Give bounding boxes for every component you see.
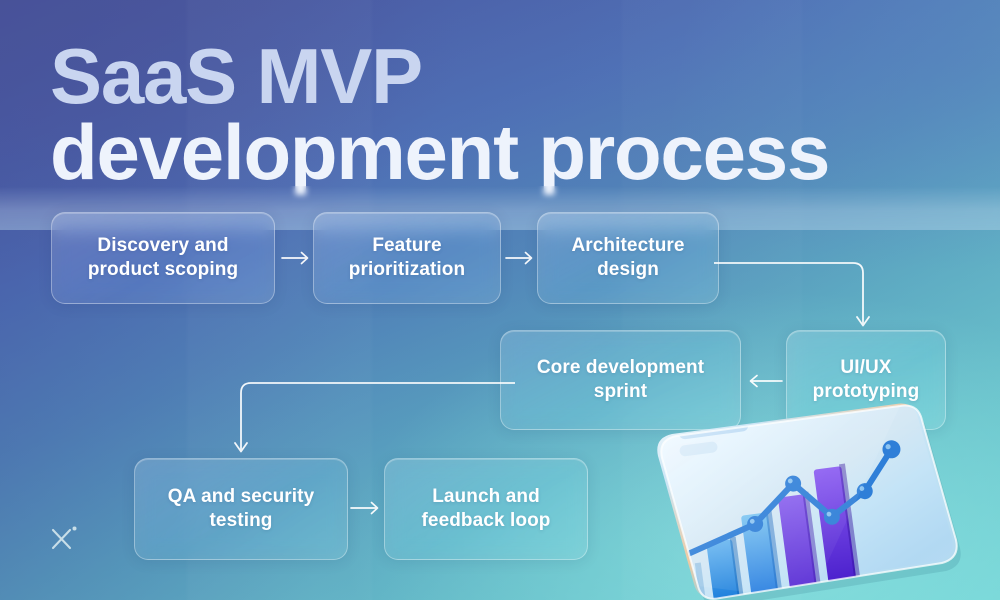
flow-step-label-line-1: Discovery and (97, 234, 229, 256)
flow-step-label-line-2: sprint (593, 381, 648, 402)
flow-step-label: Discovery and product scoping (88, 234, 238, 283)
flow-step-launch-and-feedback-loop[interactable]: Launch and feedback loop (384, 458, 588, 560)
flow-step-label: Core development sprint (537, 356, 704, 405)
flow-step-label-line-1: Architecture (571, 234, 685, 256)
flow-step-label-line-1: Core development (536, 356, 705, 378)
flow-step-discovery[interactable]: Discovery and product scoping (51, 212, 275, 304)
flow-step-core-development-sprint[interactable]: Core development sprint (500, 330, 741, 430)
flow-step-label: Feature prioritization (349, 234, 465, 283)
flow-step-label-line-1: Feature (372, 234, 442, 256)
flow-step-label: Launch and feedback loop (421, 485, 550, 534)
flow-step-qa-and-security-testing[interactable]: QA and security testing (134, 458, 348, 560)
flow-step-label-line-2: product scoping (87, 259, 239, 280)
flow-step-label-line-2: prototyping (812, 381, 920, 402)
flow-step-uiux-prototyping[interactable]: UI/UX prototyping (786, 330, 946, 430)
flow-step-label-line-2: design (597, 259, 659, 280)
page-title-line-1: SaaS MVP (50, 32, 423, 120)
flow-step-label-line-1: Launch and (432, 485, 540, 507)
flow-step-label-line-2: feedback loop (421, 510, 551, 531)
flow-step-label-line-1: UI/UX (840, 356, 892, 378)
flow-step-label-line-2: testing (209, 510, 273, 531)
flow-step-feature-prioritization[interactable]: Feature prioritization (313, 212, 501, 304)
flow-step-label: Architecture design (571, 234, 684, 283)
flow-step-architecture-design[interactable]: Architecture design (537, 212, 719, 304)
flow-step-label: QA and security testing (168, 485, 315, 534)
flow-step-label: UI/UX prototyping (813, 356, 920, 405)
flow-step-label-line-2: prioritization (348, 259, 466, 280)
flow-step-label-line-1: QA and security (167, 485, 315, 507)
page-title: SaaS MVP development process (50, 32, 970, 197)
page-title-line-2: development process (50, 108, 830, 197)
